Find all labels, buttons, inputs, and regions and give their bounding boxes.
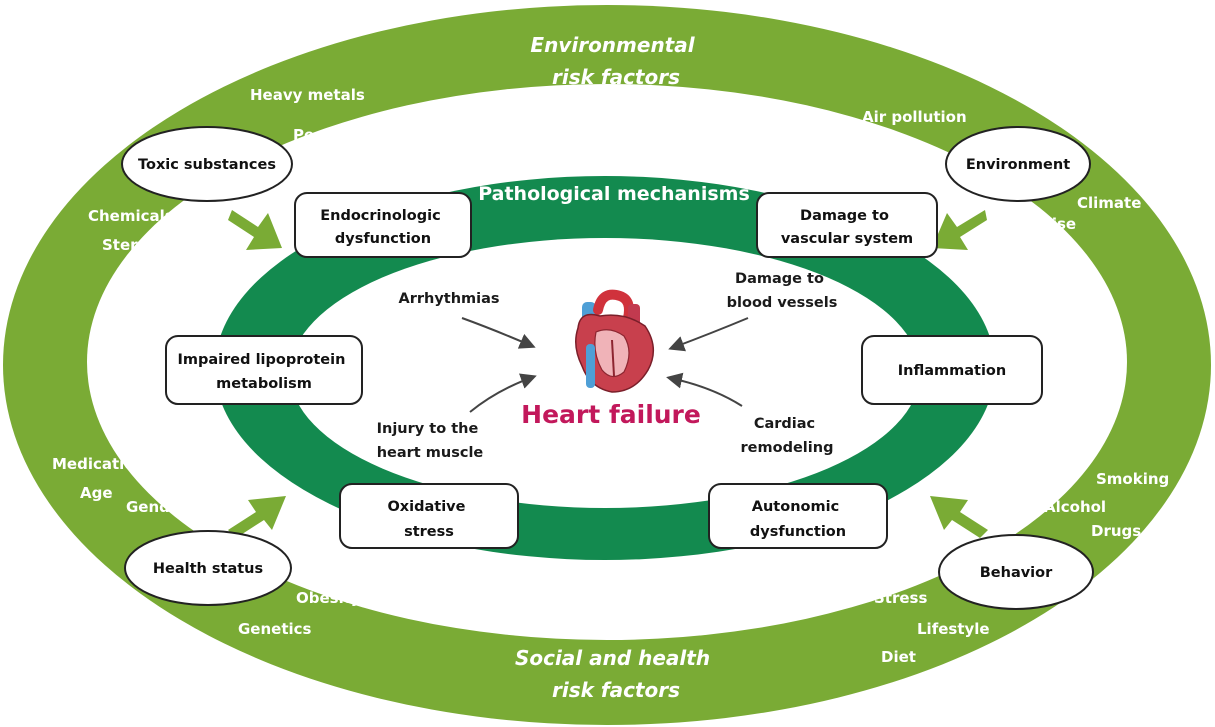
svg-text:Damage to vascular syste: Damage to vascular system [781,208,913,247]
factor-chemicals: Chemicals [88,207,174,225]
environmental-title: Environmental risk factors [530,33,701,89]
mechanism-inflammation-label: Inflammation [898,363,1006,379]
curved-arrow-icon [469,373,537,413]
factor-alcohol: Alcohol [1044,498,1106,516]
heart-anatomy-icon [575,289,654,393]
factor-air-pollution: Air pollution [862,108,967,126]
curved-arrow-icon [461,317,536,349]
mechanism-autonomic-line1: Autonomic [752,499,839,515]
factor-drugs: Drugs [1091,522,1141,540]
svg-text:Endocrinologic dysfuncti: Endocrinologic dysfunction [320,208,446,247]
mechanism-vascular-line2: vascular system [781,231,913,247]
heart-failure-title: Heart failure [521,400,701,429]
factor-stress: Stress [874,589,927,607]
mechanism-autonomic-line2: dysfunction [750,524,846,540]
factor-heavy-metals: Heavy metals [250,86,365,104]
mechanism-lipoprotein-line1: Impaired lipoprotein [178,352,346,368]
mechanism-oxidative: Oxidative stress [339,483,519,549]
factor-climate: Climate [1077,194,1141,212]
mechanism-endocrinologic-line1: Endocrinologic [320,208,440,224]
category-environment-label: Environment [966,157,1070,173]
mechanism-endocrinologic: Endocrinologic dysfunction [294,192,472,258]
factor-steroids: Steroids [102,236,173,254]
factor-age: Age [80,484,113,502]
factor-obesity: Obesity [296,589,361,607]
factor-lifestyle: Lifestyle [917,620,990,638]
factor-medication: Medication [52,455,145,473]
factor-pesticides: Pesticides [293,126,379,144]
mechanism-lipoprotein-line2: metabolism [216,376,312,392]
factor-diet: Diet [881,648,916,666]
outcome-blood-vessels: Damage to blood vessels [727,271,838,311]
curved-arrow-icon [668,317,749,352]
curved-arrow-icon [666,372,743,407]
category-health-label: Health status [153,561,263,577]
category-toxic-substances: Toxic substances [121,126,293,202]
block-arrow-icon [228,210,282,250]
factor-smoking: Smoking [1096,470,1169,488]
factor-gender: Gender [126,498,188,516]
mechanism-vascular: Damage to vascular system [756,192,938,258]
block-arrow-icon [930,496,988,538]
social-title: Social and health risk factors [515,646,717,702]
mechanism-lipoprotein: Impaired lipoprotein metabolism [165,335,363,405]
block-arrow-icon [932,210,987,250]
mechanism-oxidative-line2: stress [404,524,454,540]
factor-genetics: Genetics [238,620,312,638]
outcome-heart-muscle: Injury to the heart muscle [377,421,484,461]
category-behavior-label: Behavior [980,565,1053,581]
svg-text:Oxidative stress: Oxidative stress [387,499,470,540]
mechanism-autonomic: Autonomic dysfunction [708,483,888,549]
outcome-arrhythmias: Arrhythmias [398,291,499,307]
mechanisms-title: Pathological mechanisms [478,183,750,205]
category-toxic-label: Toxic substances [138,157,276,173]
category-environment: Environment [945,126,1091,202]
mechanism-inflammation: Inflammation [861,335,1043,405]
mechanism-vascular-line1: Damage to [800,208,889,224]
outcome-remodeling: Cardiac remodeling [741,416,834,456]
mechanism-oxidative-line1: Oxidative [387,499,465,515]
svg-text:Autonomic dysfunction: Autonomic dysfunction [750,499,846,540]
block-arrow-icon [228,496,286,538]
category-health-status: Health status [124,530,292,606]
factor-noise: Noise [1029,215,1076,233]
mechanism-endocrinologic-line2: dysfunction [335,231,431,247]
category-behavior: Behavior [938,534,1094,610]
svg-text:Impaired lipoprotein met: Impaired lipoprotein metabolism [178,352,351,392]
